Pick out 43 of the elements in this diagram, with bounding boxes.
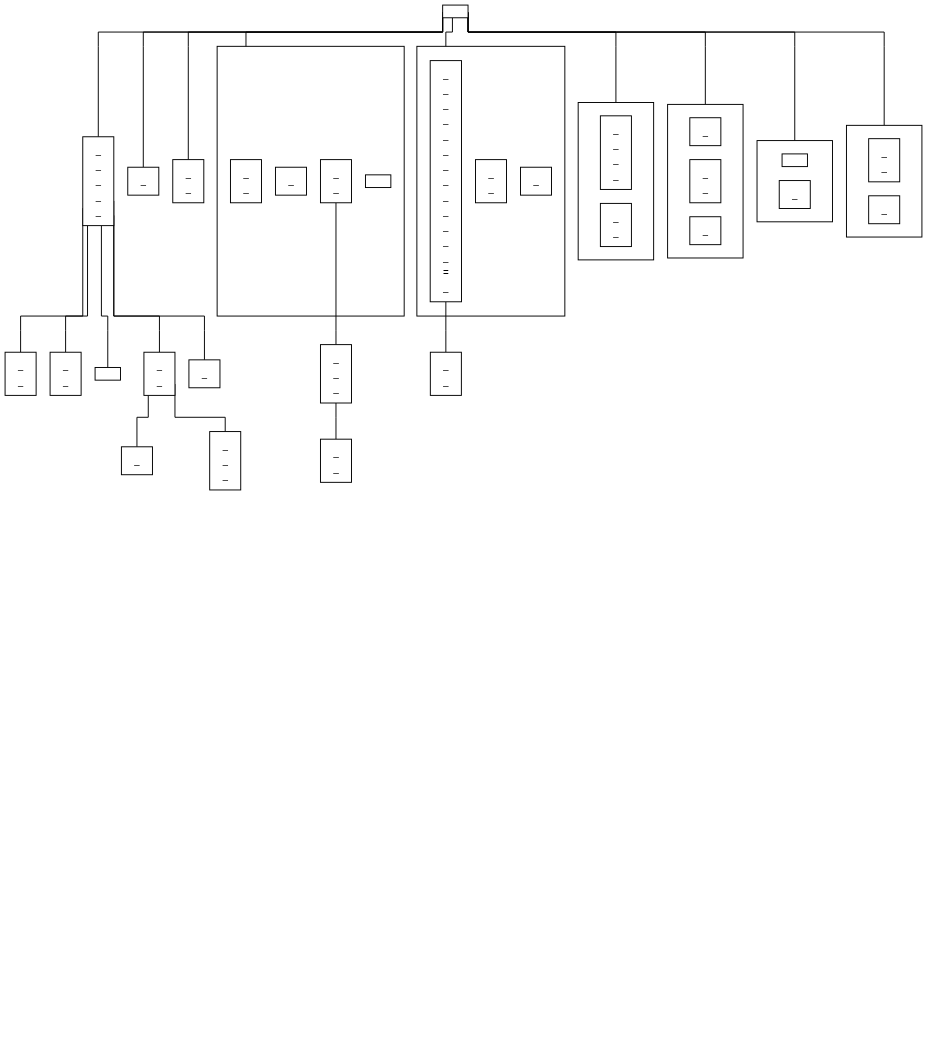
connector <box>335 402 337 440</box>
node-box: _ <box>127 166 160 196</box>
cluster <box>416 45 566 317</box>
node-box: _ <box>778 180 811 209</box>
node-box: _ _ <box>230 159 262 204</box>
node-box: _ _ <box>320 438 352 483</box>
node-box: _ _ <box>143 351 176 396</box>
connector <box>445 17 453 47</box>
node-box: _ <box>188 359 221 389</box>
node-box: _ _ <box>475 159 507 204</box>
node-box: _ _ _ <box>209 431 242 491</box>
connector <box>445 301 447 353</box>
node-box: _ <box>275 166 307 196</box>
connector <box>136 394 149 448</box>
node-box: _ _ <box>49 351 82 396</box>
cluster <box>216 45 405 317</box>
node-box: _ _ <box>689 159 722 204</box>
node-box: _ <box>868 195 901 225</box>
node-box: _ _ _ <box>320 344 352 404</box>
node-box: _ <box>689 216 722 246</box>
cluster <box>667 103 744 259</box>
connector <box>100 225 109 368</box>
node-box: _ _ _ _ _ _ _ _ _ _ _ _ _ = _ <box>429 60 462 303</box>
node-box: _ _ <box>320 159 352 204</box>
node-box: _ _ _ _ <box>599 115 632 190</box>
node-box: _ _ <box>599 202 632 248</box>
node-box: _ <box>120 446 153 476</box>
node-box <box>442 4 469 19</box>
node-box: _ _ _ _ _ <box>82 136 115 227</box>
node-box: _ _ <box>172 159 205 204</box>
connector <box>335 202 337 346</box>
cluster <box>846 124 923 238</box>
connector <box>65 225 88 353</box>
node-box <box>94 367 121 381</box>
node-box: _ <box>689 117 722 147</box>
node-box <box>365 174 392 188</box>
node-box <box>781 153 808 168</box>
cluster <box>577 102 655 261</box>
node-box: _ _ <box>868 138 901 183</box>
node-box: _ <box>520 166 552 196</box>
node-box: _ _ <box>4 351 37 396</box>
cluster <box>756 140 833 223</box>
node-box: _ _ <box>429 351 462 396</box>
